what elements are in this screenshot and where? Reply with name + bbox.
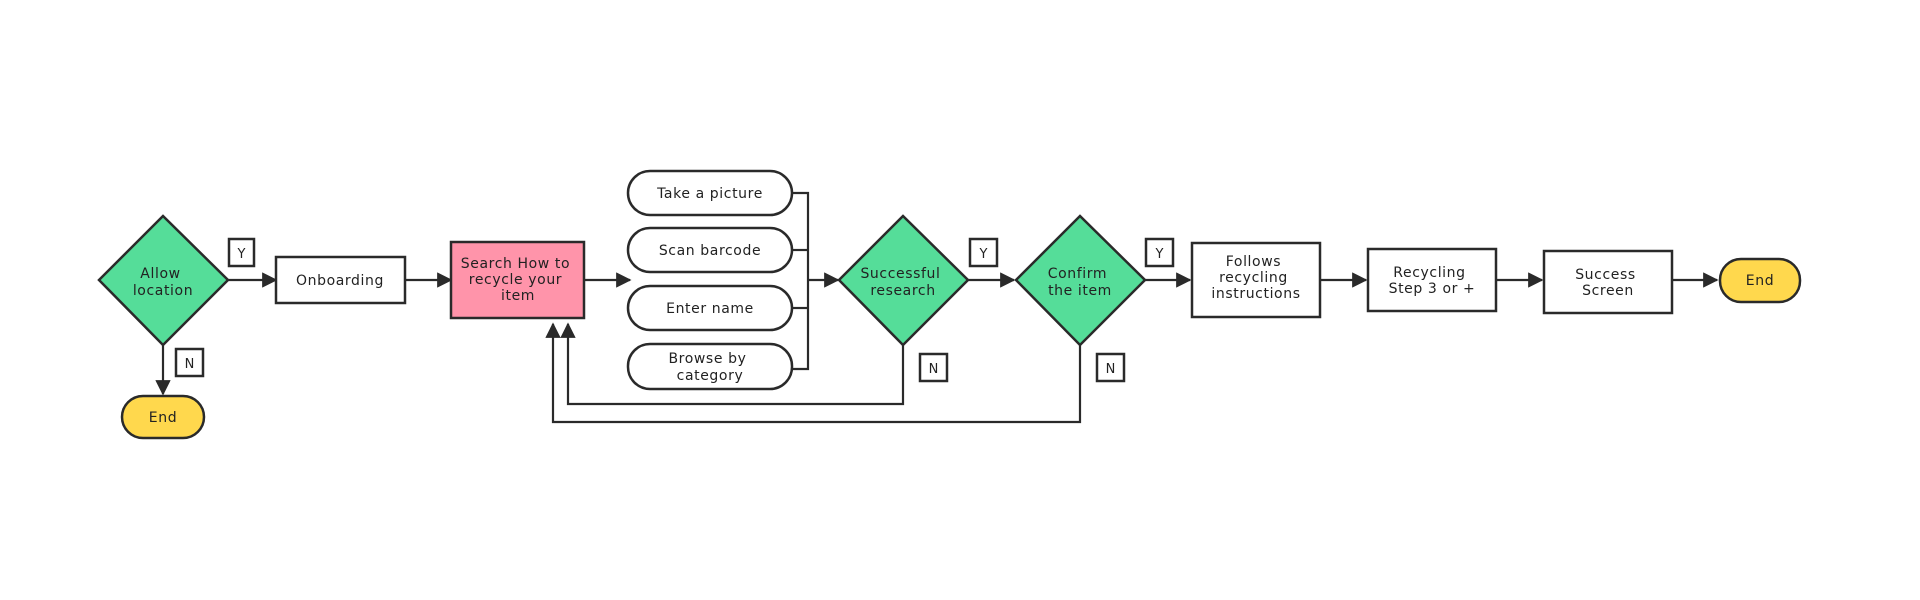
process-recycling-step-label: Recycling Step 3 or +	[1389, 265, 1476, 297]
process-onboarding-shape	[274, 255, 407, 305]
process-onboarding: Onboarding	[274, 255, 407, 305]
tag-allow-yes-box	[227, 237, 256, 268]
option-enter-name-label: Enter name	[666, 301, 754, 317]
tag-allow-yes: Y	[227, 237, 256, 268]
option-scan-barcode: Scan barcode	[626, 226, 794, 274]
process-follows-instructions: Follows recycling instructions	[1190, 241, 1322, 319]
tag-research-yes: Y	[968, 237, 999, 268]
tag-allow-yes-label: Y	[237, 247, 246, 262]
option-scan-barcode-shape	[626, 226, 794, 274]
decision-confirm-item-label: Confirm the item	[1048, 266, 1112, 299]
option-take-picture: Take a picture	[626, 169, 794, 217]
tag-research-yes-box	[968, 237, 999, 268]
tag-confirm-yes-box	[1144, 237, 1175, 268]
process-search-item-shape	[449, 240, 586, 320]
tag-confirm-yes-label: Y	[1155, 247, 1164, 262]
terminal-end-left: End	[120, 394, 206, 440]
process-follows-instructions-label: Follows recycling instructions	[1211, 254, 1300, 302]
option-enter-name: Enter name	[626, 284, 794, 332]
terminal-end-right-shape	[1718, 257, 1802, 304]
terminal-end-right-label: End	[1746, 273, 1774, 289]
process-follows-instructions-shape	[1190, 241, 1322, 319]
edge-confirm-no-loop	[545, 322, 1082, 424]
terminal-end-left-label: End	[149, 410, 177, 426]
process-success-screen-shape	[1542, 249, 1674, 315]
tag-research-no-box	[918, 352, 949, 383]
terminal-end-right: End	[1718, 257, 1802, 304]
tag-allow-no-label: N	[185, 357, 195, 372]
edges	[155, 191, 1719, 424]
process-success-screen-label: Success Screen	[1575, 267, 1641, 299]
tag-confirm-no: N	[1095, 352, 1126, 383]
option-browse-category-shape	[626, 342, 794, 391]
decision-confirm-item: Confirm the item	[1014, 214, 1147, 347]
tag-confirm-no-box	[1095, 352, 1126, 383]
process-onboarding-label: Onboarding	[296, 273, 384, 289]
option-take-picture-shape	[626, 169, 794, 217]
tag-allow-no-box	[174, 347, 205, 378]
tag-confirm-no-label: N	[1106, 362, 1116, 377]
terminal-end-left-shape	[120, 394, 206, 440]
decision-allow-location: Allow location	[97, 214, 230, 347]
process-search-item: Search How to recycle your item	[449, 240, 586, 320]
tag-research-no: N	[918, 352, 949, 383]
decision-successful-research-shape	[837, 214, 970, 347]
decision-successful-research-label: Successful research	[860, 266, 945, 299]
option-take-picture-label: Take a picture	[656, 186, 763, 202]
decision-allow-location-label: Allow location	[133, 266, 193, 299]
tag-confirm-yes: Y	[1144, 237, 1175, 268]
process-recycling-step: Recycling Step 3 or +	[1366, 247, 1498, 313]
edge-research-no-loop	[560, 322, 905, 406]
process-recycling-step-shape	[1366, 247, 1498, 313]
option-browse-category: Browse by category	[626, 342, 794, 391]
tag-research-yes-label: Y	[979, 247, 988, 262]
option-scan-barcode-label: Scan barcode	[659, 243, 761, 259]
option-browse-category-label: Browse by category	[668, 351, 751, 384]
tag-allow-no: N	[174, 347, 205, 378]
edge-options-bracket	[792, 191, 810, 371]
process-success-screen: Success Screen	[1542, 249, 1674, 315]
decision-confirm-item-shape	[1014, 214, 1147, 347]
decision-allow-location-shape	[97, 214, 230, 347]
decision-successful-research: Successful research	[837, 214, 970, 347]
option-enter-name-shape	[626, 284, 794, 332]
tag-research-no-label: N	[929, 362, 939, 377]
process-search-item-label: Search How to recycle your item	[461, 256, 575, 304]
